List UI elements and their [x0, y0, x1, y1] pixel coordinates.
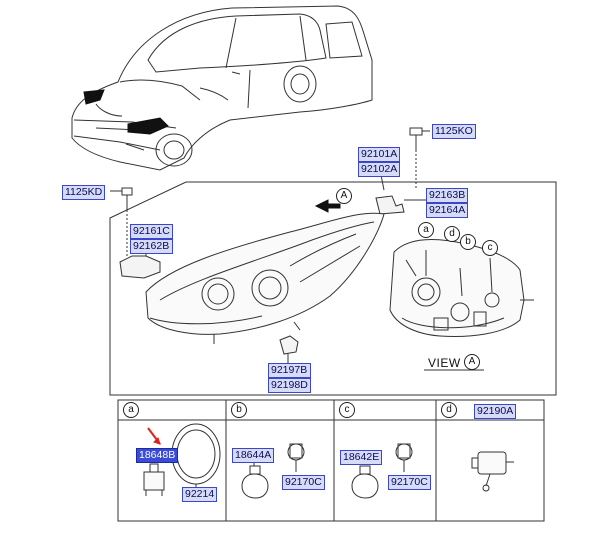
rear-view-icon: [389, 239, 534, 337]
headlamp-highlight-right-icon: [127, 117, 169, 135]
part-label-92164a[interactable]: 92164A: [426, 203, 469, 218]
bolt-1125ko-icon: [409, 127, 430, 188]
part-label-92101a[interactable]: 92101A: [358, 147, 401, 162]
part-label-18648b[interactable]: 18648B: [136, 448, 179, 463]
rear-callout-a: a: [418, 222, 434, 238]
part-label-92161c[interactable]: 92161C: [130, 224, 173, 239]
cell-header-b: b: [231, 402, 247, 418]
cell-header-c: c: [339, 402, 355, 418]
bulb-18648b-icon: [143, 463, 165, 496]
bulb-18644a-icon: [241, 460, 269, 499]
part-label-92170c-b[interactable]: 92170C: [282, 475, 325, 490]
rear-callout-d: d: [444, 226, 460, 242]
part-label-92102a[interactable]: 92102A: [358, 162, 401, 177]
assembly-outline: [109, 181, 557, 396]
part-label-92190a[interactable]: 92190A: [474, 404, 517, 419]
part-label-92170c-c[interactable]: 92170C: [388, 475, 431, 490]
part-label-92214[interactable]: 92214: [182, 487, 218, 502]
view-label: VIEW: [428, 356, 461, 370]
part-label-18642e[interactable]: 18642E: [340, 450, 383, 465]
part-label-1125ko[interactable]: 1125KO: [432, 124, 476, 139]
rear-callout-b: b: [460, 234, 476, 250]
part-label-1125kd[interactable]: 1125KD: [62, 185, 106, 200]
cell-header-a: a: [123, 402, 139, 418]
part-label-92162b[interactable]: 92162B: [130, 239, 173, 254]
socket-92170c-c-icon: [395, 443, 413, 472]
dust-cap-92214-icon: [171, 423, 221, 490]
socket-92170c-b-icon: [287, 443, 305, 472]
bracket-92163b-icon: [375, 195, 426, 215]
part-label-18644a[interactable]: 18644A: [232, 448, 275, 463]
headlamp-assembly-icon: [145, 212, 385, 344]
view-direction-arrow-icon: [314, 199, 341, 213]
part-label-92198d[interactable]: 92198D: [268, 378, 311, 393]
parts-table: [117, 399, 545, 522]
rear-callout-c: c: [482, 240, 498, 256]
cell-header-d: d: [441, 402, 457, 418]
part-label-92163b[interactable]: 92163B: [426, 188, 469, 203]
view-arrow-callout: A: [336, 188, 352, 204]
part-label-92197b[interactable]: 92197B: [268, 363, 311, 378]
bolt-1125kd-icon: [110, 187, 133, 258]
vehicle-illustration: [71, 5, 373, 171]
view-label-circle: A: [464, 354, 480, 370]
actuator-92190a-icon: [471, 451, 514, 492]
bulb-18642e-icon: [351, 465, 379, 499]
headlamp-highlight-left-icon: [83, 89, 105, 105]
clip-92197b-icon: [279, 335, 299, 364]
